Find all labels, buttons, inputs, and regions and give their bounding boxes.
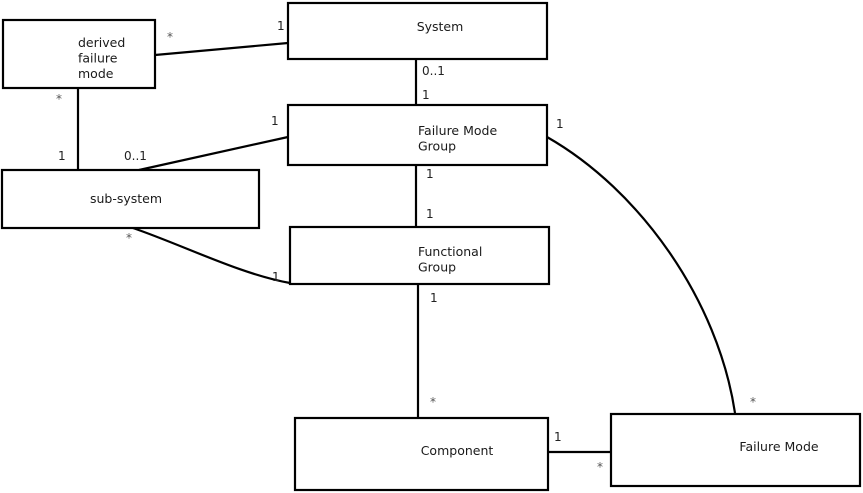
multiplicity-label-sub-system__functional-group-from: *	[126, 231, 132, 245]
class-name-line: Failure Mode	[418, 123, 497, 138]
multiplicity-label-functional-group__component-from: 1	[430, 291, 438, 305]
multiplicity-label-failure-mode-group__failure-mode-to: *	[750, 395, 756, 409]
multiplicity-label-sub-system__failure-mode-group-from: 0..1	[124, 149, 147, 163]
association-line-sub-system__failure-mode-group	[138, 135, 289, 172]
multiplicity-label-system__failure-mode-group-from: 0..1	[422, 64, 445, 78]
class-name-line: Functional	[418, 244, 482, 259]
multiplicity-label-derived-failure-mode__system-from: *	[167, 30, 173, 44]
class-name-line: sub-system	[90, 191, 162, 206]
class-box-system[interactable]: System	[286, 1, 549, 61]
class-box-sub-system[interactable]: sub-system	[0, 168, 261, 230]
class-box-rect-failure-mode-group	[286, 103, 549, 167]
multiplicity-layer: * 1 0..1 1 * 1 0..1 1 1 1 * 1 1 * 1 * 1 *	[56, 19, 756, 474]
multiplicity-label-sub-system__failure-mode-group-to: 1	[271, 114, 279, 128]
association-line-failure-mode-group__failure-mode	[546, 136, 737, 414]
class-box-rect-sub-system	[0, 168, 261, 230]
class-box-rect-system	[286, 1, 549, 61]
associations-layer	[76, 41, 737, 454]
class-box-component[interactable]: Component	[293, 416, 550, 492]
multiplicity-label-system__failure-mode-group-to: 1	[422, 88, 430, 102]
class-name-line: failure	[78, 51, 118, 66]
multiplicity-label-derived-failure-mode__system-to: 1	[277, 19, 285, 33]
class-name-failure-mode: Failure Mode	[739, 439, 818, 454]
class-name-line: System	[417, 19, 464, 34]
class-name-line: mode	[78, 66, 114, 81]
class-box-rect-component	[293, 416, 550, 492]
class-name-component: Component	[421, 443, 494, 458]
multiplicity-label-sub-system__functional-group-to: 1	[272, 270, 280, 284]
multiplicity-label-failure-mode-group__functional-group-from: 1	[426, 167, 434, 181]
class-box-failure-mode[interactable]: Failure Mode	[609, 412, 862, 488]
class-name-line: derived	[78, 35, 125, 50]
class-name-sub-system: sub-system	[90, 191, 162, 206]
class-box-rect-failure-mode	[609, 412, 862, 488]
class-name-line: Group	[418, 139, 456, 154]
multiplicity-label-failure-mode-group__failure-mode-from: 1	[556, 117, 564, 131]
class-name-line: Component	[421, 443, 494, 458]
multiplicity-label-functional-group__component-to: *	[430, 395, 436, 409]
class-name-system: System	[417, 19, 464, 34]
class-box-rect-derived-failure-mode	[1, 18, 157, 90]
multiplicity-label-derived-failure-mode__sub-system-to: 1	[58, 149, 66, 163]
multiplicity-label-component__failure-mode-to: *	[597, 460, 603, 474]
multiplicity-label-component__failure-mode-from: 1	[554, 430, 562, 444]
class-name-line: Group	[418, 260, 456, 275]
association-line-derived-failure-mode__system	[154, 41, 289, 57]
multiplicity-label-derived-failure-mode__sub-system-from: *	[56, 92, 62, 106]
class-name-line: Failure Mode	[739, 439, 818, 454]
class-box-rect-functional-group	[288, 225, 551, 286]
multiplicity-label-failure-mode-group__functional-group-to: 1	[426, 207, 434, 221]
association-line-sub-system__functional-group	[132, 226, 291, 285]
